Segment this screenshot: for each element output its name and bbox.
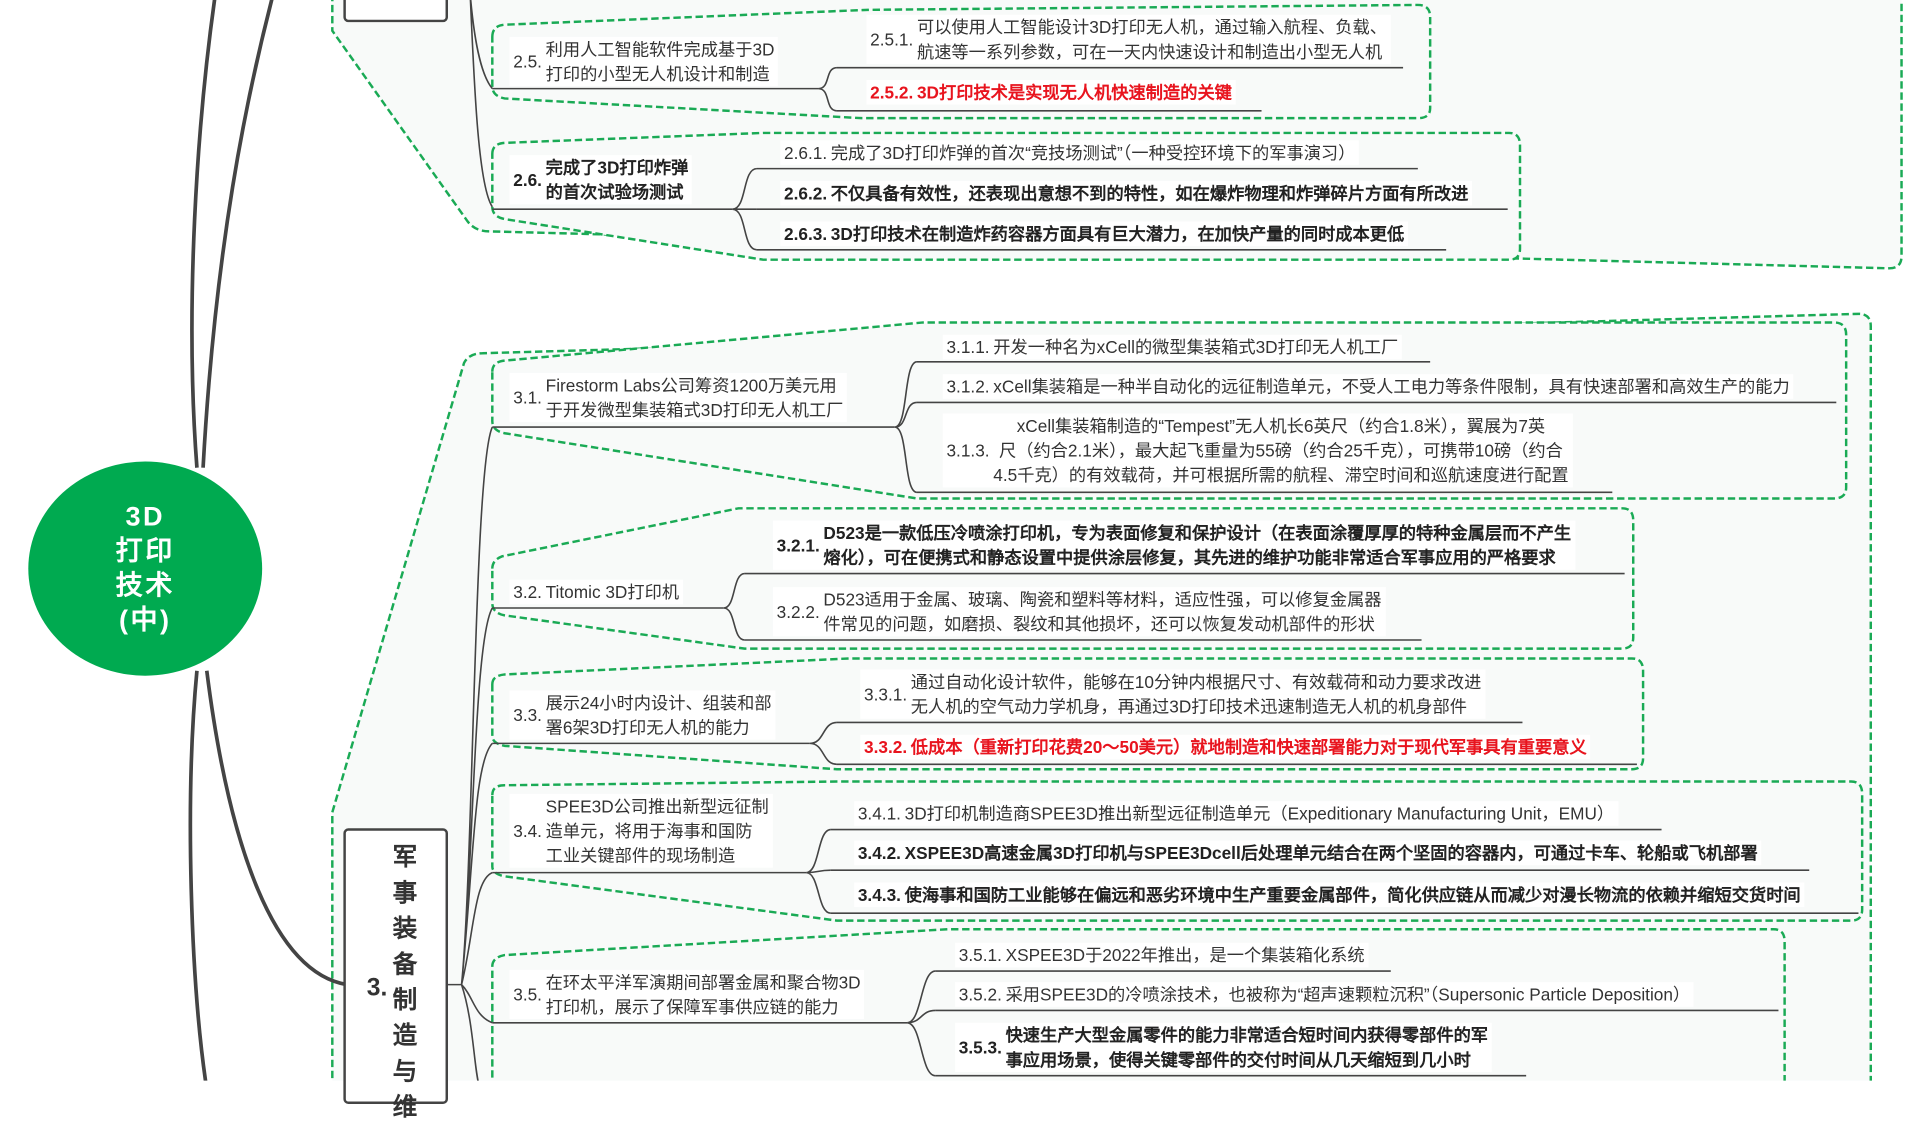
node-text: 3D打印机制造商SPEE3D推出新型远征制造单元（Expeditionary M…	[904, 803, 1615, 824]
node-3-3-1[interactable]: 3.3.1.通过自动化设计软件，能够在10分钟内根据尺寸、有效载荷和动力要求改进…	[860, 669, 1486, 719]
root-branch-up-2	[201, 0, 274, 468]
node-label: 3.5.	[513, 984, 542, 1005]
node-label: 3.1.1.	[946, 337, 990, 357]
node-2-6-3[interactable]: 2.6.3.3D打印技术在制造炸药容器方面具有巨大潜力，在加快产量的同时成本更低	[780, 221, 1408, 247]
node-text: 完成了3D打印炸弹的首次“竞技场测试”（一种受控环境下的军事演习）	[830, 142, 1356, 163]
node-3-3-2[interactable]: 3.3.2.低成本（重新打印花费20～50美元）就地制造和快速部署能力对于现代军…	[860, 734, 1591, 760]
node-text: 采用SPEE3D的冷喷涂技术，也被称为“超声速颗粒沉积”（Supersonic …	[1005, 984, 1691, 1005]
node-3-5-3[interactable]: 3.5.3.快速生产大型金属零件的能力非常适合短时间内获得零部件的军 事应用场景…	[955, 1022, 1492, 1073]
node-label: 2.6.	[513, 169, 542, 190]
node-3-2[interactable]: 3.2.Titomic 3D打印机	[509, 579, 683, 605]
node-text: 展示24小时内设计、组装和部 署6架3D打印无人机的能力	[545, 692, 772, 738]
node-3-4[interactable]: 3.4.SPEE3D公司推出新型远征制 造单元，将用于海事和国防 工业关键部件的…	[509, 793, 773, 868]
node-3-4-1[interactable]: 3.4.1.3D打印机制造商SPEE3D推出新型远征制造单元（Expeditio…	[854, 801, 1618, 826]
node-label: 3.2.2.	[776, 601, 820, 622]
node-3-1-1[interactable]: 3.1.1.开发一种名为xCell的微型集装箱式3D打印无人机工厂	[942, 334, 1402, 360]
node-text: 3D打印技术在制造炸药容器方面具有巨大潜力，在加快产量的同时成本更低	[830, 224, 1405, 244]
node-text: 低成本（重新打印花费20～50美元）就地制造和快速部署能力对于现代军事具有重要意…	[910, 737, 1587, 757]
mind-map-canvas: 3D 打印 技术 (中) 发 3. 军事装备制造与维 2.5.利用人工智能软件完…	[28, 0, 1903, 1121]
node-text: Firestorm Labs公司筹资1200万美元用 于开发微型集装箱式3D打印…	[545, 375, 844, 420]
node-2-6-1[interactable]: 2.6.1.完成了3D打印炸弹的首次“竞技场测试”（一种受控环境下的军事演习）	[780, 140, 1360, 165]
node-label: 3.4.	[513, 820, 542, 841]
spine-2	[469, 0, 493, 208]
child-connectors	[723, 66, 936, 1077]
node-text: 快速生产大型金属零件的能力非常适合短时间内获得零部件的军 事应用场景，使得关键零…	[1005, 1025, 1489, 1070]
root-branch-down-1	[188, 670, 208, 1081]
node-text: 可以使用人工智能设计3D打印无人机，通过输入航程、负载、 航速等一系列参数，可在…	[916, 17, 1388, 62]
node-2-5-2[interactable]: 2.5.2.3D打印技术是实现无人机快速制造的关键	[866, 80, 1236, 105]
node-text: 在环太平洋军演期间部署金属和聚合物3D 打印机，展示了保障军事供应链的能力	[545, 972, 861, 1017]
root-line: (中)	[118, 604, 172, 636]
node-text: 利用人工智能软件完成基于3D 打印的小型无人机设计和制造	[545, 39, 775, 84]
node-label: 2.5.1.	[870, 29, 914, 50]
node-label: 3.2.1.	[776, 535, 820, 556]
node-label: 2.6.3.	[784, 224, 828, 244]
node-3-5-1[interactable]: 3.5.1.XSPEE3D于2022年推出，是一个集装箱化系统	[955, 942, 1369, 968]
node-label: 3.5.3.	[958, 1037, 1002, 1058]
node-text: 完成了3D打印炸弹 的首次试验场测试	[545, 157, 689, 202]
node-3-5-2[interactable]: 3.5.2.采用SPEE3D的冷喷涂技术，也被称为“超声速颗粒沉积”（Super…	[955, 982, 1694, 1007]
node-label: 3.3.	[513, 705, 542, 725]
node-2-6-2[interactable]: 2.6.2.不仅具备有效性，还表现出意想不到的特性，如在爆炸物理和炸弹碎片方面有…	[780, 180, 1473, 206]
branch-2-node[interactable]: 发	[343, 0, 449, 23]
underlines	[492, 66, 1859, 1077]
node-label: 2.6.2.	[784, 183, 828, 204]
node-label: 3.3.1.	[864, 684, 908, 705]
node-text: xCell集装箱是一种半自动化的远征制造单元，不受人工电力等条件限制，具有快速部…	[993, 376, 1790, 397]
root-node[interactable]: 3D 打印 技术 (中)	[28, 461, 263, 676]
node-3-4-2[interactable]: 3.4.2.XSPEE3D高速金属3D打印机与SPEE3Dcell后处理单元结合…	[854, 840, 1762, 866]
node-text: D523是一款低压冷喷涂打印机，专为表面修复和保护设计（在表面涂覆厚厚的特种金属…	[823, 523, 1572, 568]
node-2-6[interactable]: 2.6.完成了3D打印炸弹 的首次试验场测试	[509, 155, 693, 205]
node-label: 3.1.	[513, 387, 542, 408]
root-line: 打印	[115, 535, 175, 567]
node-text: XSPEE3D高速金属3D打印机与SPEE3Dcell后处理单元结合在两个坚固的…	[904, 843, 1758, 863]
node-label: 3.1.3.	[946, 440, 990, 461]
node-label: 2.5.	[513, 51, 542, 72]
node-label: 3.3.2.	[864, 737, 908, 757]
node-label: 3.5.1.	[958, 945, 1002, 965]
node-text: 3D打印技术是实现无人机快速制造的关键	[916, 82, 1232, 103]
root-branch-up-1	[190, 0, 217, 468]
node-3-1-3[interactable]: 3.1.3.xCell集装箱制造的“Tempest”无人机长6英尺（约合1.8米…	[942, 413, 1573, 488]
node-label: 3.2.	[513, 582, 542, 602]
node-text: Titomic 3D打印机	[545, 582, 680, 602]
node-text: D523适用于金属、玻璃、陶瓷和塑料等材料，适应性强，可以修复金属器 件常见的问…	[823, 589, 1382, 634]
node-2-5[interactable]: 2.5.利用人工智能软件完成基于3D 打印的小型无人机设计和制造	[509, 36, 779, 87]
node-text: 使海事和国防工业能够在偏远和恶劣环境中生产重要金属部件，简化供应链从而减少对漫长…	[904, 884, 1801, 905]
branch-3-number: 3.	[366, 974, 388, 1002]
node-3-1-2[interactable]: 3.1.2.xCell集装箱是一种半自动化的远征制造单元，不受人工电力等条件限制…	[942, 374, 1794, 399]
root-line: 3D	[125, 500, 166, 532]
node-3-4-3[interactable]: 3.4.3.使海事和国防工业能够在偏远和恶劣环境中生产重要金属部件，简化供应链从…	[854, 882, 1805, 908]
node-text: 不仅具备有效性，还表现出意想不到的特性，如在爆炸物理和炸弹碎片方面有所改进	[830, 183, 1469, 204]
branch-3-title: 军事装备制造与维	[392, 844, 418, 1122]
root-branch-to-3	[204, 670, 348, 987]
branch-3-node[interactable]: 3. 军事装备制造与维	[343, 828, 449, 1121]
node-label: 3.1.2.	[946, 376, 990, 397]
node-label: 3.4.3.	[857, 884, 901, 905]
node-2-5-1[interactable]: 2.5.1.可以使用人工智能设计3D打印无人机，通过输入航程、负载、 航速等一系…	[866, 14, 1391, 65]
node-3-2-2[interactable]: 3.2.2.D523适用于金属、玻璃、陶瓷和塑料等材料，适应性强，可以修复金属器…	[772, 587, 1386, 637]
node-label: 2.6.1.	[784, 142, 828, 163]
spine-3	[445, 426, 494, 1081]
node-label: 3.4.2.	[857, 843, 901, 863]
node-3-5[interactable]: 3.5.在环太平洋军演期间部署金属和聚合物3D 打印机，展示了保障军事供应链的能…	[509, 969, 865, 1020]
node-text: XSPEE3D于2022年推出，是一个集装箱化系统	[1005, 945, 1365, 965]
node-text: 通过自动化设计软件，能够在10分钟内根据尺寸、有效载荷和动力要求改进 无人机的空…	[910, 672, 1482, 717]
node-label: 3.5.2.	[958, 984, 1002, 1005]
node-text: 开发一种名为xCell的微型集装箱式3D打印无人机工厂	[993, 337, 1399, 357]
root-line: 技术	[115, 569, 175, 601]
node-3-1[interactable]: 3.1.Firestorm Labs公司筹资1200万美元用 于开发微型集装箱式…	[509, 372, 848, 423]
node-3-2-1[interactable]: 3.2.1.D523是一款低压冷喷涂打印机，专为表面修复和保护设计（在表面涂覆厚…	[772, 520, 1575, 570]
node-3-3[interactable]: 3.3.展示24小时内设计、组装和部 署6架3D打印无人机的能力	[509, 690, 776, 740]
node-label: 3.4.1.	[857, 803, 901, 824]
node-label: 2.5.2.	[870, 82, 914, 103]
node-text: xCell集装箱制造的“Tempest”无人机长6英尺（约合1.8米），翼展为7…	[993, 416, 1569, 485]
node-text: SPEE3D公司推出新型远征制 造单元，将用于海事和国防 工业关键部件的现场制造	[545, 796, 769, 866]
